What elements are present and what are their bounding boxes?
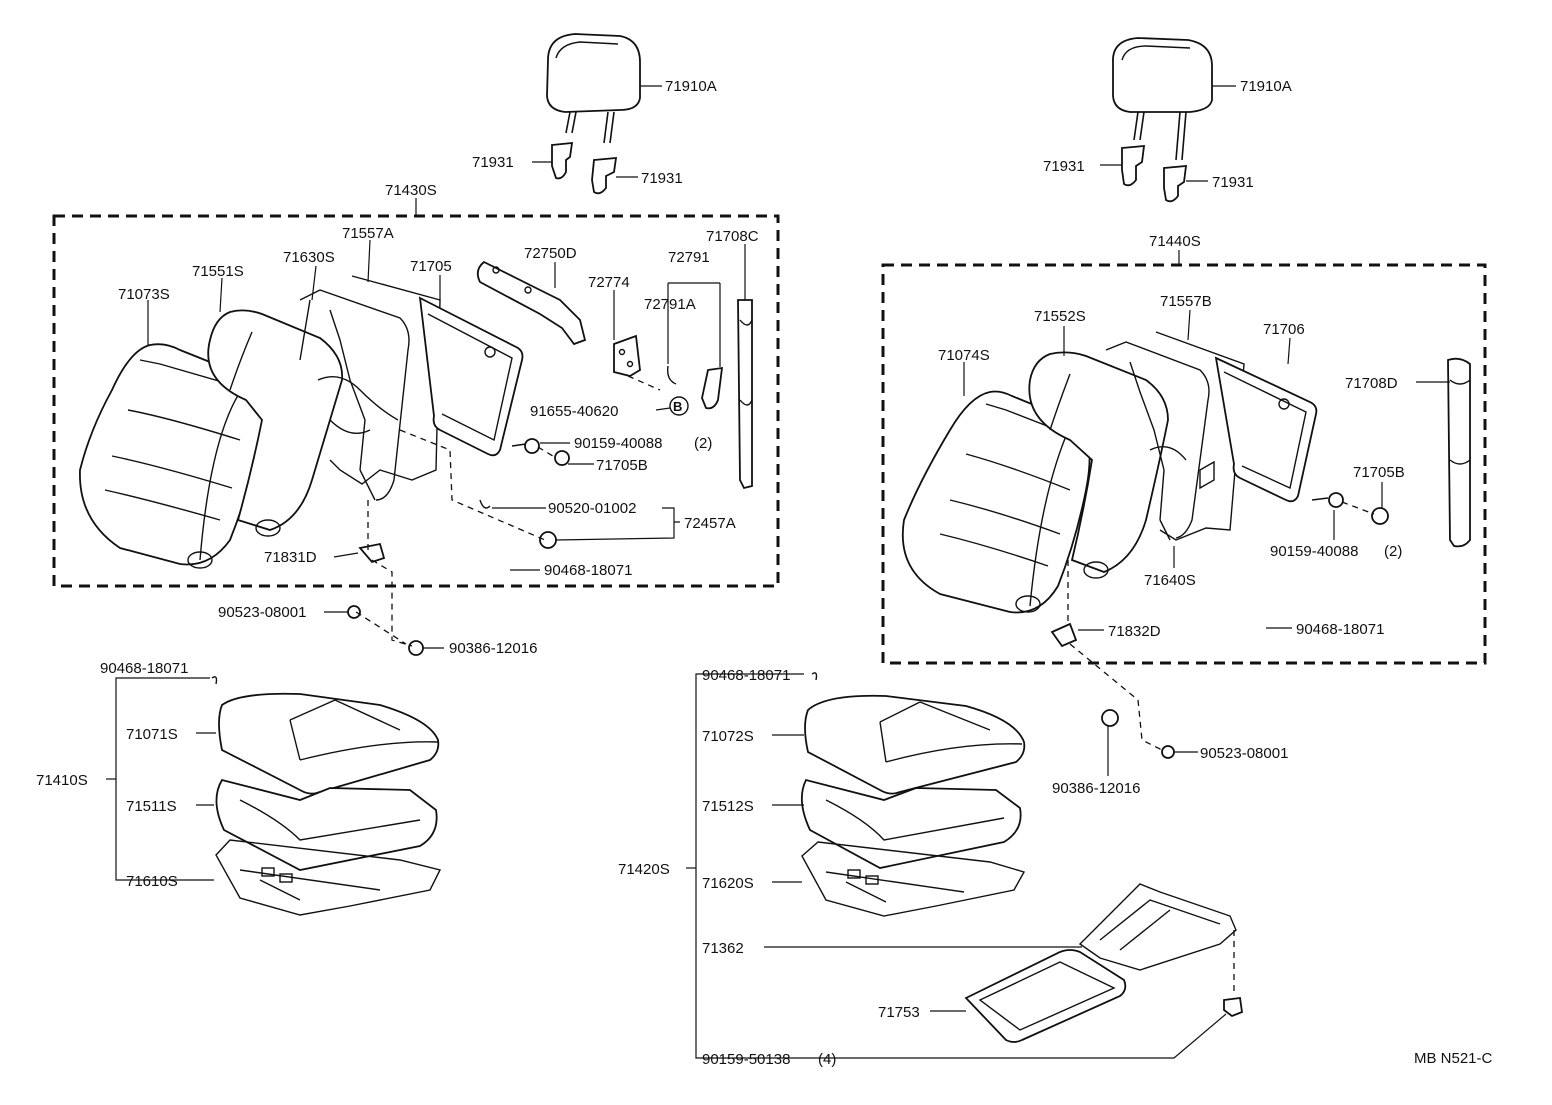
label-left-ref-b: B <box>673 399 682 414</box>
right-headrest-part <box>1112 37 1213 161</box>
label-right-tray: 71753 <box>878 1004 920 1021</box>
left-hardware-parts <box>347 396 689 656</box>
label-right-back-assy: 71440S <box>1149 233 1201 250</box>
label-right-screw: 90159-40088 <box>1270 543 1358 560</box>
left-support-parts <box>551 141 618 195</box>
label-left-cushion-cover: 71071S <box>126 726 178 743</box>
label-left-back-assy: 71430S <box>385 182 437 199</box>
label-left-bracket: 72774 <box>588 274 630 291</box>
label-left-nut: 90386-12016 <box>449 640 537 657</box>
right-back-assy-box <box>881 263 1487 665</box>
label-left-cushion-pad: 71511S <box>126 798 177 815</box>
label-left-back-frame: 71630S <box>283 249 335 266</box>
label-left-support-1: 71931 <box>472 154 514 171</box>
label-right-support-2: 71931 <box>1212 174 1254 191</box>
right-back-board-part <box>1214 356 1318 503</box>
left-back-frame-part <box>299 289 410 501</box>
label-right-cap: 71705B <box>1353 464 1405 481</box>
label-left-screw: 90159-40088 <box>574 435 662 452</box>
label-left-ring: 90468-18071 <box>544 562 632 579</box>
label-right-bolt: 90159-50138 <box>702 1051 790 1068</box>
label-right-back-cover: 71074S <box>938 347 990 364</box>
label-right-back-board: 71706 <box>1263 321 1305 338</box>
label-right-board: 71557B <box>1160 293 1212 310</box>
left-belt-part <box>737 299 753 490</box>
label-left-belt: 71708C <box>706 228 759 245</box>
label-right-nut-clip: 90523-08001 <box>1200 745 1288 762</box>
right-belt-part <box>1447 357 1471 548</box>
label-left-nut-clip: 90523-08001 <box>218 604 306 621</box>
left-cushion-frame-part <box>215 839 442 916</box>
label-right-cushion-ring: 90468-18071 <box>702 667 790 684</box>
label-right-nut: 90386-12016 <box>1052 780 1140 797</box>
label-right-under-frame: 71362 <box>702 940 744 957</box>
right-back-cover-part <box>901 390 1091 614</box>
label-left-board: 71557A <box>342 225 394 242</box>
label-left-hinge: 72750D <box>524 245 577 262</box>
label-right-support-1: 71931 <box>1043 158 1085 175</box>
left-bracket-part <box>613 334 641 377</box>
left-back-board-part <box>418 296 524 457</box>
left-back-cover-part <box>79 343 264 569</box>
label-left-back-cover: 71073S <box>118 286 170 303</box>
right-board-part <box>1155 331 1245 541</box>
label-right-belt: 71708D <box>1345 375 1398 392</box>
left-strap-parts <box>666 365 724 410</box>
left-hinge-part <box>476 260 587 346</box>
label-right-headrest: 71910A <box>1240 78 1292 95</box>
label-left-strap: 72791 <box>668 249 710 266</box>
label-right-cushion-frame: 71620S <box>702 875 754 892</box>
label-left-bolt: 91655-40620 <box>530 403 618 420</box>
label-right-cover-plate: 71832D <box>1108 623 1161 640</box>
label-left-lever: 72457A <box>684 515 736 532</box>
right-cushion-cover-part <box>804 694 1026 795</box>
label-left-cushion-ring: 90468-18071 <box>100 660 188 677</box>
label-right-ring: 90468-18071 <box>1296 621 1384 638</box>
label-left-back-board: 71705 <box>410 258 452 275</box>
label-right-cushion-cover: 71072S <box>702 728 754 745</box>
label-left-clip: 90520-01002 <box>548 500 636 517</box>
label-left-cushion-assy: 71410S <box>36 772 88 789</box>
label-left-headrest: 71910A <box>665 78 717 95</box>
label-right-back-pad: 71552S <box>1034 308 1086 325</box>
diagram-code: MB N521-C <box>1414 1050 1493 1067</box>
left-headrest-part <box>546 33 641 144</box>
label-left-cushion-frame: 71610S <box>126 873 178 890</box>
right-tray-part <box>964 949 1127 1043</box>
label-left-screw-qty: (2) <box>694 435 712 452</box>
label-right-cushion-assy: 71420S <box>618 861 670 878</box>
label-right-bolt-qty: (4) <box>818 1051 836 1068</box>
left-back-pad-part <box>207 309 343 537</box>
label-right-cushion-pad: 71512S <box>702 798 754 815</box>
right-back-frame-part <box>1105 341 1210 541</box>
right-under-frame-part <box>1078 883 1237 971</box>
label-left-strap-a: 72791A <box>644 296 696 313</box>
label-left-cover-plate: 71831D <box>264 549 317 566</box>
right-cushion-frame-part <box>801 841 1026 917</box>
label-right-back-frame: 71640S <box>1144 572 1196 589</box>
label-left-support-2: 71931 <box>641 170 683 187</box>
label-left-cap: 71705B <box>596 457 648 474</box>
left-cushion-pad-part <box>215 778 438 871</box>
label-right-screw-qty: (2) <box>1384 543 1402 560</box>
right-back-pad-part <box>1028 351 1169 579</box>
left-cushion-cover-part <box>218 692 440 795</box>
right-hardware-parts <box>1050 492 1389 1018</box>
right-cushion-pad-part <box>800 778 1022 869</box>
label-left-back-pad: 71551S <box>192 263 244 280</box>
right-support-parts <box>1121 145 1188 203</box>
